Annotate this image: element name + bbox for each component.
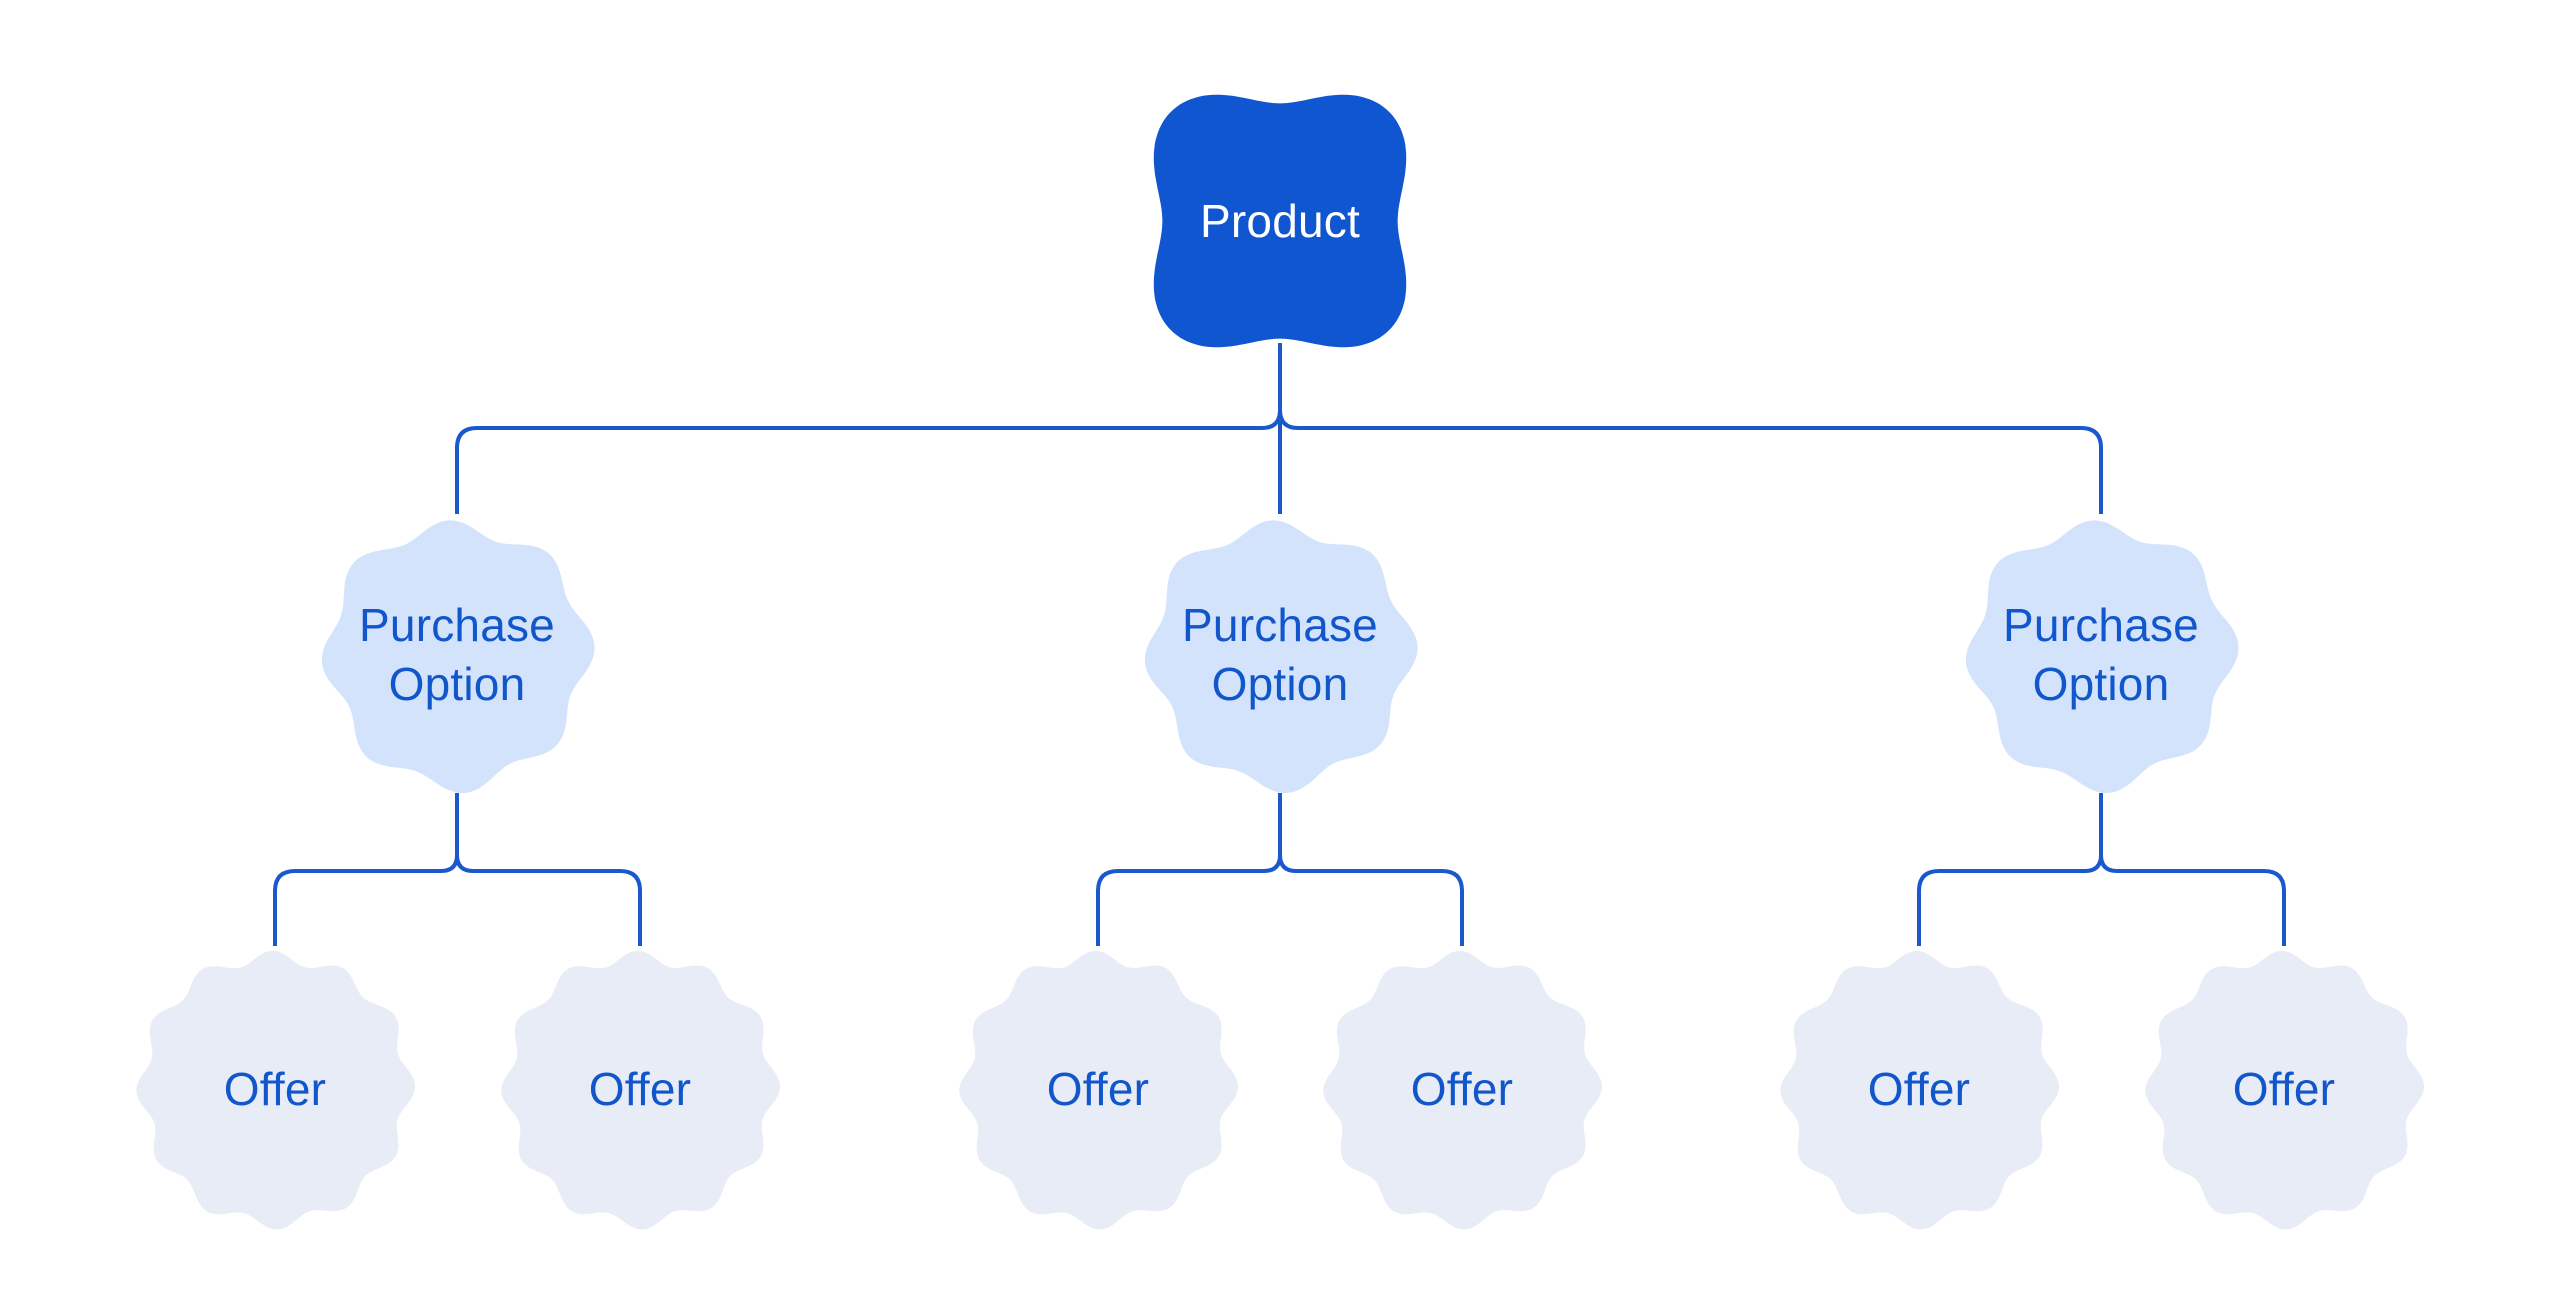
offer-blob bbox=[1323, 950, 1602, 1230]
connector-left-po-to-offer-1 bbox=[273, 793, 459, 946]
purchase-option-label: Purchase Option bbox=[359, 599, 555, 710]
connector-right-po-to-offer-1 bbox=[1917, 793, 2103, 946]
purchase-option-blob bbox=[1144, 520, 1418, 793]
product-blob bbox=[1153, 94, 1407, 348]
offer-node-6: Offer bbox=[2134, 939, 2434, 1239]
purchase-option-blob-shape bbox=[1144, 520, 1418, 793]
offer-blob-shape bbox=[501, 950, 780, 1230]
offer-blob bbox=[1780, 950, 2059, 1230]
offer-blob bbox=[501, 950, 780, 1230]
offer-blob-shape bbox=[136, 950, 416, 1230]
purchase-option-node-2: Purchase Option bbox=[1130, 505, 1430, 805]
offer-blob-shape bbox=[2145, 950, 2424, 1230]
offer-node-1: Offer bbox=[125, 939, 425, 1239]
offer-blob bbox=[959, 950, 1238, 1230]
connector-left-po-to-offer-2 bbox=[455, 793, 642, 946]
offer-label: Offer bbox=[2232, 1062, 2336, 1115]
offer-blob bbox=[136, 950, 416, 1230]
product-node: Product bbox=[1110, 51, 1450, 391]
offer-node-5: Offer bbox=[1769, 939, 2069, 1239]
purchase-option-node-3: Purchase Option bbox=[1951, 505, 2251, 805]
purchase-option-label: Purchase Option bbox=[1182, 599, 1378, 710]
purchase-option-node-1: Purchase Option bbox=[307, 505, 607, 805]
product-blob-shape bbox=[1153, 94, 1407, 348]
connector-middle-po-to-offer-2 bbox=[1278, 793, 1464, 946]
offer-label: Offer bbox=[1867, 1062, 1971, 1115]
purchase-option-blob-shape bbox=[1965, 520, 2239, 793]
offer-blob bbox=[2145, 950, 2424, 1230]
offer-blob-shape bbox=[1323, 950, 1602, 1230]
offer-blob-shape bbox=[1780, 950, 2059, 1230]
offer-label: Offer bbox=[1410, 1062, 1514, 1115]
offer-label: Offer bbox=[223, 1062, 327, 1115]
offer-label: Offer bbox=[1046, 1062, 1150, 1115]
purchase-option-blob bbox=[1965, 520, 2239, 793]
purchase-option-blob bbox=[321, 520, 595, 793]
purchase-option-label: Purchase Option bbox=[2003, 599, 2199, 710]
connector-right-po-to-offer-2 bbox=[2099, 793, 2286, 946]
offer-node-3: Offer bbox=[948, 939, 1248, 1239]
offer-node-4: Offer bbox=[1312, 939, 1612, 1239]
purchase-option-blob-shape bbox=[321, 520, 595, 793]
connector-middle-po-to-offer-1 bbox=[1096, 793, 1282, 946]
product-label: Product bbox=[1200, 194, 1360, 247]
offer-node-2: Offer bbox=[490, 939, 790, 1239]
offer-label: Offer bbox=[588, 1062, 692, 1115]
offer-blob-shape bbox=[959, 950, 1238, 1230]
